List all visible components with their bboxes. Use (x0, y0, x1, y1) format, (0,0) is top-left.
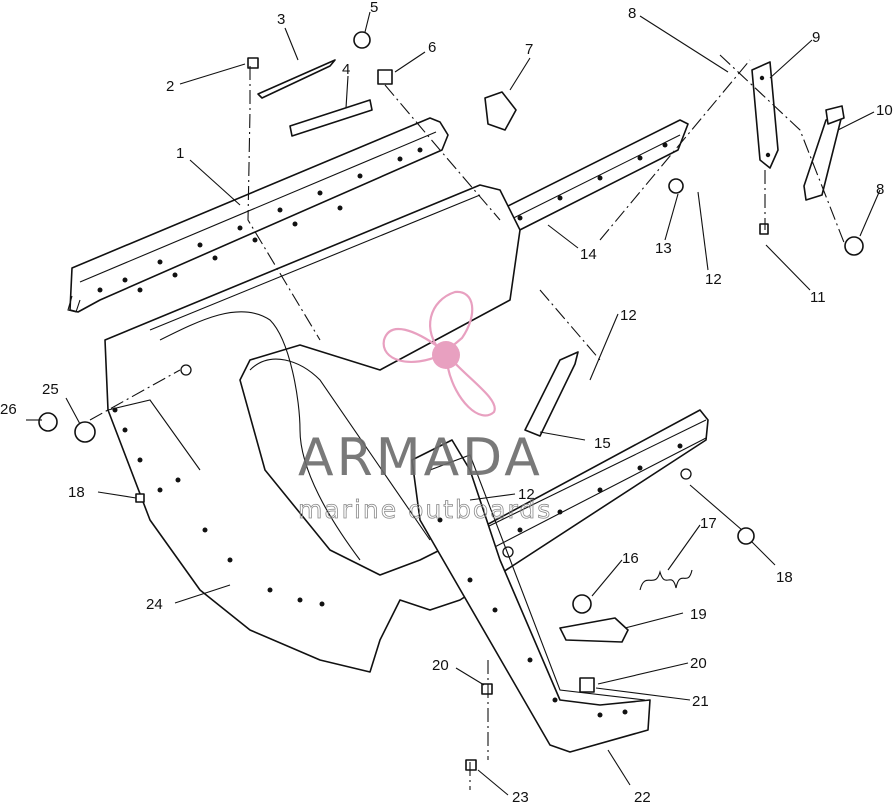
label-19: 19 (690, 606, 707, 623)
watermark: ARMADA marine outboards (298, 290, 552, 524)
label-2: 2 (166, 78, 174, 95)
part-15-clip (524, 351, 579, 437)
label-18-left: 18 (68, 484, 85, 501)
part-10-arm (803, 105, 845, 201)
part-7-clip (484, 91, 517, 131)
part-9-bracket (751, 61, 779, 169)
label-18-right: 18 (776, 569, 793, 586)
label-23: 23 (512, 789, 529, 805)
part-1-upper-rail (67, 117, 449, 313)
watermark-propeller-icon (382, 290, 496, 417)
watermark-tagline: marine outboards (298, 495, 552, 524)
part-22-channel-bracket (411, 439, 651, 753)
label-11: 11 (810, 289, 826, 306)
label-8-top: 8 (628, 5, 636, 22)
label-9: 9 (812, 29, 820, 46)
label-20-left: 20 (432, 657, 449, 674)
label-14: 14 (580, 246, 597, 263)
part-3-strip (257, 59, 336, 99)
label-16: 16 (622, 550, 639, 567)
watermark-brand: ARMADA (298, 428, 543, 488)
part-17-spring (639, 569, 693, 591)
label-4: 4 (342, 61, 350, 78)
label-24: 24 (146, 596, 163, 613)
label-8-right: 8 (876, 181, 884, 198)
label-10: 10 (876, 102, 893, 119)
part-24-frame-body (104, 184, 709, 673)
label-1: 1 (176, 145, 184, 162)
label-5: 5 (370, 0, 378, 16)
label-12-c: 12 (518, 486, 535, 503)
label-6: 6 (428, 39, 436, 56)
part-19-plate (559, 617, 629, 643)
label-15: 15 (594, 435, 611, 452)
label-22: 22 (634, 789, 651, 805)
label-21: 21 (692, 693, 709, 710)
label-26: 26 (0, 401, 17, 418)
fasteners (38, 31, 864, 771)
label-7: 7 (525, 41, 533, 58)
label-17: 17 (700, 515, 717, 532)
label-13: 13 (655, 240, 672, 257)
alignment-lines (89, 54, 846, 790)
part-4-strip (289, 99, 373, 137)
label-12-b: 12 (620, 307, 637, 324)
label-3: 3 (277, 11, 285, 28)
label-25: 25 (42, 381, 59, 398)
label-12-a: 12 (705, 271, 722, 288)
leader-lines (26, 11, 881, 796)
label-20-right: 20 (690, 655, 707, 672)
